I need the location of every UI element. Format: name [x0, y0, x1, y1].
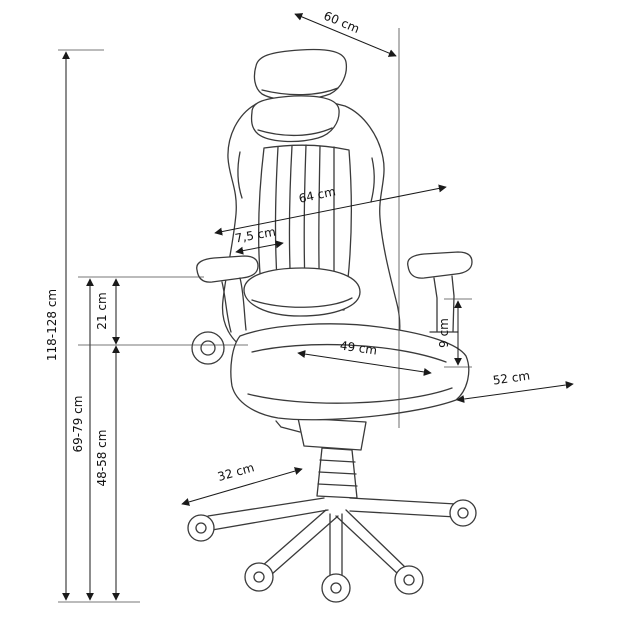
dim-line-seat-depth	[456, 381, 574, 403]
chair-armrest-left	[191, 255, 259, 365]
caster-front-left	[244, 562, 274, 592]
chair-armrest-right	[407, 251, 473, 333]
caster-left	[187, 514, 215, 542]
chair-seat	[230, 323, 470, 421]
dim-label-seat-width: 49 cm	[339, 339, 378, 358]
chair-seat-mechanism	[275, 417, 367, 451]
chair-headrest-pillow	[253, 48, 348, 101]
dim-line-backrest-length	[214, 184, 447, 236]
caster-front-center	[321, 573, 351, 603]
dim-label-seat-height: 48-58 cm	[95, 430, 109, 487]
dim-label-armrest-height: 69-79 cm	[71, 396, 85, 453]
dimension-lines	[58, 13, 574, 603]
dim-label-base-reach: 32 cm	[216, 460, 256, 484]
chair-neck-cushion	[250, 95, 340, 143]
dim-line-base-reach	[181, 467, 303, 506]
dim-line-backrest-thickness	[235, 240, 284, 255]
recline-knob	[191, 331, 225, 365]
chair-gas-lift	[316, 447, 358, 499]
dim-label-armrest-range: 21 cm	[95, 292, 109, 329]
chair-drawing	[187, 48, 477, 603]
caster-front-right	[394, 565, 424, 595]
chair-lumbar-pillow	[243, 267, 361, 317]
chair-base	[187, 497, 477, 603]
caster-right	[449, 499, 477, 527]
dim-label-armrest-pad-gap: 9 cm	[437, 318, 451, 348]
dim-label-headrest-depth: 60 cm	[322, 9, 362, 36]
dim-label-seat-depth: 52 cm	[492, 369, 531, 388]
dim-label-total-height: 118-128 cm	[45, 289, 59, 361]
dim-line-headrest-depth	[294, 13, 397, 57]
dim-line-seat-width	[297, 350, 432, 376]
